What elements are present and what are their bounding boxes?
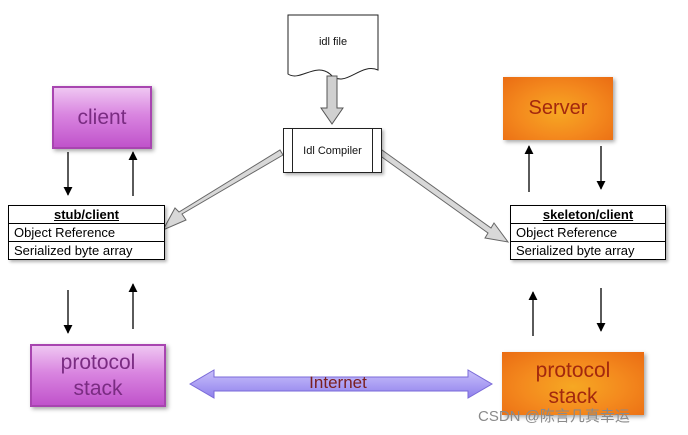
- skeleton-title: skeleton/client: [542, 207, 634, 222]
- internet-arrow: [189, 369, 493, 399]
- internet-label: Internet: [309, 373, 367, 392]
- protocol-left-line1: protocol: [60, 350, 136, 374]
- watermark-text: CSDN @陈言几真幸运: [478, 408, 630, 425]
- compiler-right-bar: [372, 129, 373, 172]
- skeleton-class-box: skeleton/client Object Reference Seriali…: [510, 205, 666, 260]
- idl-file-shape: [287, 14, 379, 80]
- server-label: Server: [528, 97, 588, 119]
- client-node: client: [52, 86, 152, 149]
- server-node: Server: [503, 77, 613, 140]
- stub-class-box: stub/client Object Reference Serialized …: [8, 205, 165, 260]
- idl-compiler-label: Idl Compiler: [303, 144, 362, 157]
- compiler-to-skeleton-arrow: [378, 149, 510, 243]
- compiler-to-stub-arrow: [161, 149, 284, 232]
- skeleton-row-object-reference: Object Reference: [511, 223, 665, 241]
- skeleton-row-serialized-bytes: Serialized byte array: [511, 241, 665, 259]
- idl-compiler-box: Idl Compiler: [283, 128, 382, 173]
- compiler-left-bar: [292, 129, 293, 172]
- protocol-stack-server: protocol stack: [502, 352, 644, 415]
- protocol-right-line1: protocol: [535, 358, 611, 382]
- protocol-left-line2: stack: [73, 376, 123, 400]
- protocol-stack-client: protocol stack: [30, 344, 166, 407]
- client-label: client: [77, 105, 127, 129]
- idl-file-label: idl file: [318, 36, 348, 48]
- stub-row-serialized-bytes: Serialized byte array: [9, 241, 164, 259]
- protocol-right-line2: stack: [548, 384, 598, 408]
- idl-to-compiler-arrow: [320, 75, 344, 125]
- stub-row-object-reference: Object Reference: [9, 223, 164, 241]
- stub-title: stub/client: [53, 207, 119, 222]
